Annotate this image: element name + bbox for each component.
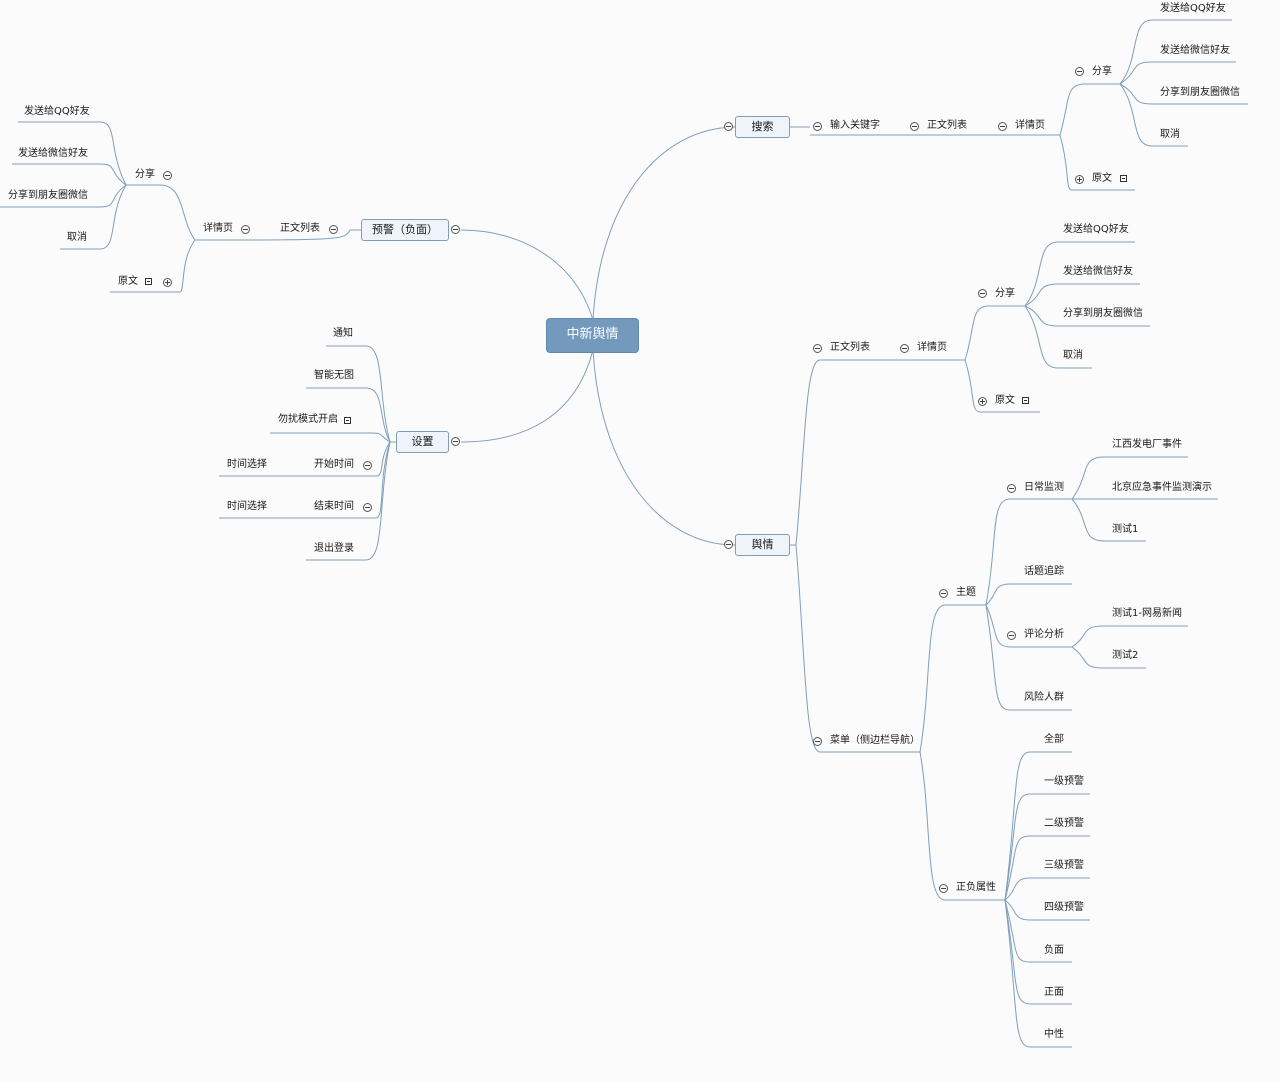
polarity-item[interactable]: 中性 (1044, 1029, 1064, 1040)
monitor-item[interactable]: 江西发电厂事件 (1112, 439, 1182, 450)
public-opinion-node[interactable]: 舆情 (735, 534, 790, 556)
root-node[interactable]: 中新舆情 (546, 318, 639, 353)
settings-node[interactable]: 设置 (396, 431, 449, 453)
collapse-icon[interactable] (813, 122, 822, 131)
collapse-icon[interactable] (813, 344, 822, 353)
collapse-icon[interactable] (724, 122, 733, 131)
collapse-icon[interactable] (939, 884, 948, 893)
expand-icon[interactable] (1075, 175, 1084, 184)
polarity-item[interactable]: 全部 (1044, 734, 1064, 745)
share-item[interactable]: 分享到朋友圈微信 (8, 190, 88, 201)
share-item[interactable]: 发送给微信好友 (1063, 266, 1133, 277)
collapse-icon[interactable] (813, 737, 822, 746)
note-icon (1120, 175, 1127, 182)
original-text-node[interactable]: 原文 (118, 276, 138, 287)
collapse-icon[interactable] (451, 225, 460, 234)
start-time-node[interactable]: 开始时间 (314, 459, 354, 470)
polarity-item[interactable]: 正面 (1044, 987, 1064, 998)
topic-tracking-node[interactable]: 话题追踪 (1024, 566, 1064, 577)
original-text-node[interactable]: 原文 (995, 395, 1015, 406)
note-icon (145, 278, 152, 285)
share-item[interactable]: 取消 (67, 232, 87, 243)
share-item[interactable]: 分享到朋友圈微信 (1063, 308, 1143, 319)
expand-icon[interactable] (978, 397, 987, 406)
detail-page-node[interactable]: 详情页 (203, 223, 233, 234)
polarity-item[interactable]: 四级预警 (1044, 902, 1084, 913)
collapse-icon[interactable] (1007, 631, 1016, 640)
share-item[interactable]: 发送给QQ好友 (1160, 3, 1226, 14)
share-item[interactable]: 取消 (1063, 350, 1083, 361)
time-select-node[interactable]: 时间选择 (227, 501, 267, 512)
expand-icon[interactable] (163, 278, 172, 287)
keyword-input-node[interactable]: 输入关键字 (830, 120, 880, 131)
collapse-icon[interactable] (363, 461, 372, 470)
smart-no-image-node[interactable]: 智能无图 (314, 370, 354, 381)
logout-node[interactable]: 退出登录 (314, 543, 354, 554)
collapse-icon[interactable] (998, 122, 1007, 131)
collapse-icon[interactable] (978, 289, 987, 298)
do-not-disturb-node[interactable]: 勿扰模式开启 (278, 414, 338, 425)
monitor-item[interactable]: 测试1 (1112, 524, 1139, 535)
polarity-node[interactable]: 正负属性 (956, 882, 996, 893)
collapse-icon[interactable] (163, 171, 172, 180)
share-item[interactable]: 取消 (1160, 129, 1180, 140)
collapse-icon[interactable] (724, 540, 733, 549)
monitor-item[interactable]: 北京应急事件监测演示 (1112, 482, 1212, 493)
share-item[interactable]: 发送给QQ好友 (1063, 224, 1129, 235)
collapse-icon[interactable] (900, 344, 909, 353)
share-node[interactable]: 分享 (135, 169, 155, 180)
topic-node[interactable]: 主题 (956, 587, 976, 598)
notification-node[interactable]: 通知 (333, 328, 353, 339)
polarity-item[interactable]: 三级预警 (1044, 860, 1084, 871)
share-node[interactable]: 分享 (995, 288, 1015, 299)
polarity-item[interactable]: 负面 (1044, 945, 1064, 956)
end-time-node[interactable]: 结束时间 (314, 501, 354, 512)
article-list-node[interactable]: 正文列表 (927, 120, 967, 131)
share-item[interactable]: 发送给QQ好友 (24, 106, 90, 117)
risk-group-node[interactable]: 风险人群 (1024, 692, 1064, 703)
collapse-icon[interactable] (939, 589, 948, 598)
collapse-icon[interactable] (1075, 67, 1084, 76)
collapse-icon[interactable] (451, 437, 460, 446)
share-item[interactable]: 发送给微信好友 (18, 148, 88, 159)
share-item[interactable]: 发送给微信好友 (1160, 45, 1230, 56)
comment-item[interactable]: 测试2 (1112, 650, 1139, 661)
original-text-node[interactable]: 原文 (1092, 173, 1112, 184)
share-node[interactable]: 分享 (1092, 66, 1112, 77)
polarity-item[interactable]: 一级预警 (1044, 776, 1084, 787)
article-list-node[interactable]: 正文列表 (830, 342, 870, 353)
note-icon (1022, 397, 1029, 404)
time-select-node[interactable]: 时间选择 (227, 459, 267, 470)
collapse-icon[interactable] (241, 225, 250, 234)
comment-item[interactable]: 测试1-网易新闻 (1112, 608, 1182, 619)
polarity-item[interactable]: 二级预警 (1044, 818, 1084, 829)
menu-sidebar-node[interactable]: 菜单（侧边栏导航） (830, 735, 920, 746)
warning-negative-node[interactable]: 预警（负面） (361, 219, 449, 241)
detail-page-node[interactable]: 详情页 (917, 342, 947, 353)
comment-analysis-node[interactable]: 评论分析 (1024, 629, 1064, 640)
search-node[interactable]: 搜索 (735, 116, 790, 138)
daily-monitor-node[interactable]: 日常监测 (1024, 482, 1064, 493)
collapse-icon[interactable] (1007, 484, 1016, 493)
detail-page-node[interactable]: 详情页 (1015, 120, 1045, 131)
note-icon (344, 417, 351, 424)
collapse-icon[interactable] (329, 225, 338, 234)
article-list-node[interactable]: 正文列表 (280, 223, 320, 234)
collapse-icon[interactable] (910, 122, 919, 131)
collapse-icon[interactable] (363, 503, 372, 512)
share-item[interactable]: 分享到朋友圈微信 (1160, 87, 1240, 98)
